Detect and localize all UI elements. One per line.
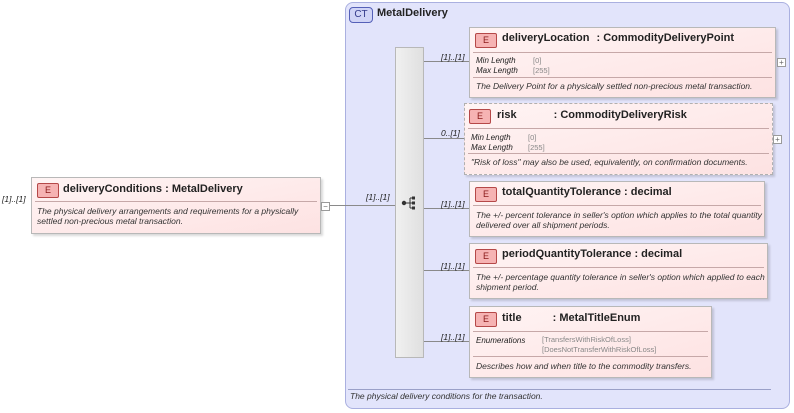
complex-type-badge: CT — [349, 7, 373, 23]
element-badge: E — [475, 249, 497, 264]
element-title[interactable]: title : MetalTitleEnum — [502, 312, 640, 324]
element-name: totalQuantityTolerance — [502, 186, 621, 198]
element-name: periodQuantityTolerance — [502, 248, 632, 260]
element-title[interactable]: deliveryLocation : CommodityDeliveryPoin… — [502, 32, 734, 44]
connector-line — [330, 205, 395, 206]
enumeration-value: [TransfersWithRiskOfLoss] — [542, 335, 631, 344]
element-title[interactable]: risk : CommodityDeliveryRisk — [497, 109, 687, 121]
child-cardinality: [1]..[1] — [441, 332, 465, 342]
sequence-compositor[interactable] — [395, 47, 424, 358]
property-value: [255] — [528, 143, 545, 152]
element-title[interactable]: periodQuantityTolerance : decimal — [502, 248, 682, 260]
element-separator — [468, 128, 769, 129]
child-cardinality: [1]..[1] — [441, 199, 465, 209]
element-separator — [473, 267, 764, 268]
element-name: risk — [497, 109, 517, 121]
element-description: The +/- percent tolerance in seller's op… — [476, 210, 762, 230]
child-cardinality: [1]..[1] — [441, 261, 465, 271]
root-cardinality: [1]..[1] — [2, 194, 26, 204]
property-value: [255] — [533, 66, 550, 75]
element-description: The +/- percentage quantity tolerance in… — [476, 272, 765, 292]
element-box-title[interactable] — [469, 306, 712, 378]
element-description: "Risk of loss" may also be used, equival… — [471, 157, 748, 167]
enumeration-value: [DoesNotTransferWithRiskOfLoss] — [542, 345, 657, 354]
element-box-deliveryLocation[interactable] — [469, 27, 776, 98]
element-separator — [468, 153, 769, 154]
element-description: Describes how and when title to the comm… — [476, 361, 692, 371]
child-cardinality: 0..[1] — [441, 128, 460, 138]
element-description: The Delivery Point for a physically sett… — [476, 81, 753, 91]
property-label: Min Length — [471, 133, 511, 142]
enumerations-label: Enumerations — [476, 336, 526, 345]
root-element-name: deliveryConditions — [63, 183, 163, 195]
element-badge: E — [475, 312, 497, 327]
connector-line — [424, 61, 469, 62]
element-badge: E — [475, 187, 497, 202]
property-label: Max Length — [476, 66, 518, 75]
property-label: Max Length — [471, 143, 513, 152]
element-name: title — [502, 312, 522, 324]
complex-type-separator — [348, 389, 771, 390]
complex-type-name[interactable]: MetalDelivery — [377, 7, 448, 19]
element-box-periodQuantityTolerance[interactable] — [469, 243, 768, 299]
element-separator — [473, 205, 761, 206]
sequence-cardinality: [1]..[1] — [366, 192, 390, 202]
connector-line — [424, 138, 464, 139]
element-box-totalQuantityTolerance[interactable] — [469, 181, 765, 237]
element-badge: E — [469, 109, 491, 124]
element-type: : CommodityDeliveryPoint — [596, 32, 735, 44]
root-element-type: : MetalDelivery — [165, 183, 243, 195]
element-separator — [473, 356, 708, 357]
expand-toggle[interactable]: + — [773, 135, 782, 144]
element-name: deliveryLocation — [502, 32, 590, 44]
root-description: The physical delivery arrangements and r… — [37, 206, 299, 226]
element-separator — [473, 52, 772, 53]
connector-line — [424, 341, 469, 342]
connector-line — [424, 270, 469, 271]
root-element-box[interactable] — [31, 177, 321, 234]
element-separator — [473, 77, 772, 78]
child-cardinality: [1]..[1] — [441, 52, 465, 62]
complex-type-description: The physical delivery conditions for the… — [350, 391, 543, 401]
element-type: : CommodityDeliveryRisk — [553, 109, 687, 121]
element-type: : MetalTitleEnum — [552, 312, 641, 324]
connector-line — [424, 208, 469, 209]
element-type: : decimal — [624, 186, 672, 198]
element-box-risk[interactable] — [464, 103, 773, 175]
element-type: : decimal — [634, 248, 683, 260]
property-label: Min Length — [476, 56, 516, 65]
root-separator — [35, 201, 317, 202]
collapse-toggle[interactable]: − — [321, 202, 330, 211]
expand-toggle[interactable]: + — [777, 58, 786, 67]
element-separator — [473, 331, 708, 332]
element-badge: E — [475, 33, 497, 48]
element-badge: E — [37, 183, 59, 198]
element-title[interactable]: totalQuantityTolerance : decimal — [502, 186, 672, 198]
property-value: [0] — [533, 56, 542, 65]
property-value: [0] — [528, 133, 537, 142]
root-element-title[interactable]: deliveryConditions : MetalDelivery — [63, 183, 243, 195]
sequence-icon — [401, 196, 415, 210]
